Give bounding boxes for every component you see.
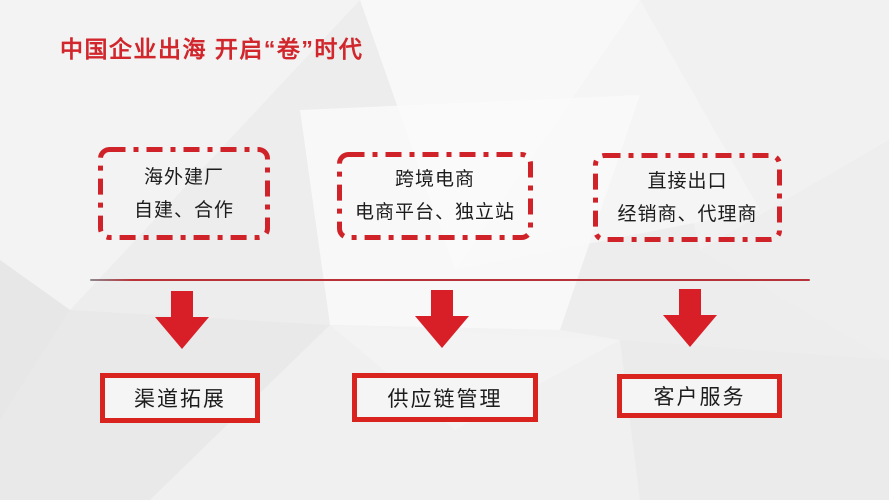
strategy-line1: 海外建厂 — [143, 166, 224, 188]
capability-box-channel-expansion: 渠道拓展 — [100, 373, 260, 423]
strategy-line2: 电商平台、独立站 — [354, 202, 515, 223]
capability-label: 供应链管理 — [387, 387, 503, 411]
strategy-box-direct-export: 直接出口 经销商、代理商 — [593, 153, 782, 242]
capability-label: 渠道拓展 — [134, 388, 226, 411]
down-arrow-icon — [415, 290, 469, 348]
capability-box-supply-chain: 供应链管理 — [352, 373, 538, 422]
strategy-line2: 经销商、代理商 — [617, 203, 758, 225]
dashed-border — [98, 147, 270, 240]
capability-box-customer-service: 客户服务 — [617, 374, 782, 418]
strategy-line1: 跨境电商 — [394, 169, 475, 190]
strategy-box-cross-border-ecommerce: 跨境电商 电商平台、独立站 — [337, 152, 533, 240]
down-arrow-icon — [663, 289, 717, 347]
dashed-border — [593, 153, 782, 242]
capability-label: 客户服务 — [653, 386, 746, 409]
dashed-border — [337, 152, 533, 240]
strategy-box-overseas-factory: 海外建厂 自建、合作 — [98, 147, 270, 240]
slide-title: 中国企业出海 开启“卷”时代 — [60, 36, 364, 62]
strategy-line2: 自建、合作 — [133, 199, 234, 221]
down-arrow-icon — [155, 291, 209, 349]
strategy-line1: 直接出口 — [647, 170, 728, 192]
divider-line — [90, 279, 810, 281]
